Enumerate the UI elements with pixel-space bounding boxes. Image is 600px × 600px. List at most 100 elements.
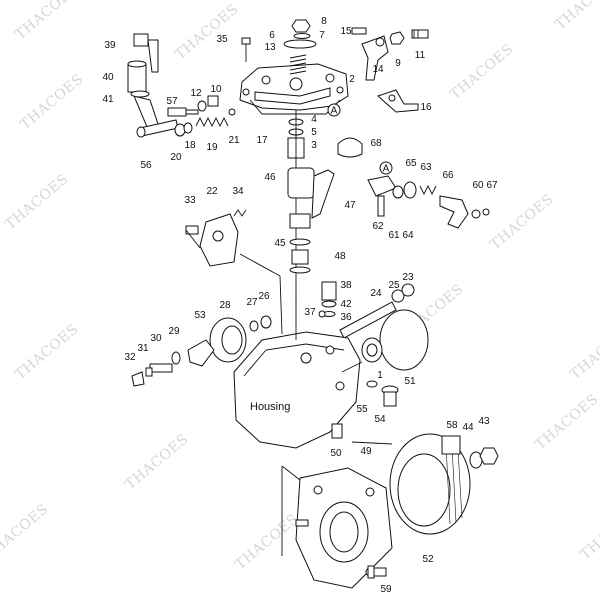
watermark-text: THACOES	[447, 41, 516, 103]
block-53	[187, 339, 215, 367]
part-label-43: 43	[478, 416, 490, 427]
nut-10	[207, 95, 219, 107]
part-label-6: 6	[269, 30, 275, 41]
part-label-65: 65	[405, 158, 417, 169]
housing-label: Housing	[250, 401, 290, 413]
part-label-16: 16	[420, 102, 432, 113]
watermark-text: THACOES	[0, 501, 52, 563]
ref-marker-top-text: A	[331, 106, 338, 117]
part-label-19: 19	[206, 142, 218, 153]
part-label-68: 68	[370, 138, 382, 149]
part-label-44: 44	[462, 422, 474, 433]
part-label-10: 10	[210, 84, 222, 95]
part-label-24: 24	[370, 288, 382, 299]
small-parts-29-32	[131, 351, 181, 387]
washer-18	[183, 122, 193, 134]
part-label-64: 64	[402, 230, 414, 241]
part-label-11: 11	[415, 50, 426, 61]
part-label-38: 38	[340, 280, 352, 291]
governor-cover	[239, 63, 349, 115]
bracket-16	[377, 89, 419, 113]
part-label-39: 39	[104, 40, 116, 51]
part-label-42: 42	[340, 299, 352, 310]
part-label-50: 50	[330, 448, 342, 459]
part-label-49: 49	[360, 446, 372, 457]
plug-54	[381, 385, 399, 407]
part-label-55: 55	[356, 404, 368, 415]
part-label-18: 18	[184, 140, 196, 151]
part-label-63: 63	[420, 162, 432, 173]
part-label-45: 45	[274, 238, 286, 249]
part-label-51: 51	[404, 376, 416, 387]
washer-12	[197, 100, 207, 112]
part-label-61: 61	[388, 230, 400, 241]
washer-20	[174, 123, 186, 137]
spring-19	[195, 116, 229, 128]
flange-49	[295, 467, 393, 589]
valve-38	[318, 281, 337, 318]
cap-68	[337, 137, 363, 158]
ring-55	[366, 380, 378, 388]
watermark-text: THACOES	[552, 0, 600, 33]
part-label-67: 67	[486, 180, 498, 191]
part-label-2: 2	[349, 74, 355, 85]
watermark-text: THACOES	[172, 1, 241, 63]
part-label-37: 37	[304, 307, 316, 318]
screw-35	[241, 37, 251, 62]
throttle-lever-assembly	[127, 33, 161, 135]
housing: Housing	[233, 253, 361, 449]
watermark-text: THACOES	[12, 0, 81, 43]
part-label-35: 35	[216, 34, 228, 45]
part-label-27: 27	[246, 297, 258, 308]
bolt-50	[331, 423, 343, 439]
part-label-17: 17	[256, 135, 268, 146]
part-label-8: 8	[321, 16, 327, 27]
part-label-25: 25	[388, 280, 400, 291]
part-label-54: 54	[374, 414, 386, 425]
part-label-21: 21	[228, 135, 240, 146]
ref-marker-right-text: A	[383, 164, 390, 175]
part-label-48: 48	[334, 251, 346, 262]
part-label-31: 31	[137, 343, 149, 354]
guide-lines	[185, 229, 393, 556]
watermark-text: THACOES	[12, 321, 81, 383]
gear-housing-52	[389, 433, 471, 535]
part-label-56: 56	[140, 160, 152, 171]
small-gear-58	[441, 435, 461, 455]
bolt-57	[167, 107, 199, 117]
watermark-text: THACOES	[2, 171, 71, 233]
ring-21	[228, 108, 236, 116]
part-label-62: 62	[372, 221, 384, 232]
watermark-text: THACOES	[567, 321, 600, 383]
part-label-29: 29	[168, 326, 180, 337]
part-label-47: 47	[344, 200, 356, 211]
part-label-1: 1	[377, 370, 383, 381]
bolt-59	[367, 565, 387, 579]
gasket-51	[379, 309, 429, 371]
lever-14	[351, 27, 389, 81]
part-label-12: 12	[190, 88, 202, 99]
watermark-text: THACOES	[232, 511, 301, 573]
part-label-15: 15	[340, 26, 352, 37]
watermark-text: THACOES	[487, 191, 556, 253]
part-label-59: 59	[380, 584, 392, 595]
part-label-4: 4	[311, 114, 317, 125]
part-label-30: 30	[150, 333, 162, 344]
nut-9	[389, 31, 405, 45]
part-label-14: 14	[372, 64, 384, 75]
nut-44-43	[469, 447, 499, 469]
control-block-22	[185, 209, 247, 267]
watermark-text: THACOES	[17, 71, 86, 133]
part-label-46: 46	[264, 172, 276, 183]
part-label-40: 40	[102, 72, 114, 83]
right-mid-assembly: A	[367, 161, 490, 229]
part-label-34: 34	[232, 186, 244, 197]
part-label-41: 41	[102, 94, 114, 105]
nut-8	[291, 19, 311, 39]
watermark-text: THACOES	[122, 431, 191, 493]
part-label-26: 26	[258, 291, 270, 302]
part-label-22: 22	[206, 186, 218, 197]
